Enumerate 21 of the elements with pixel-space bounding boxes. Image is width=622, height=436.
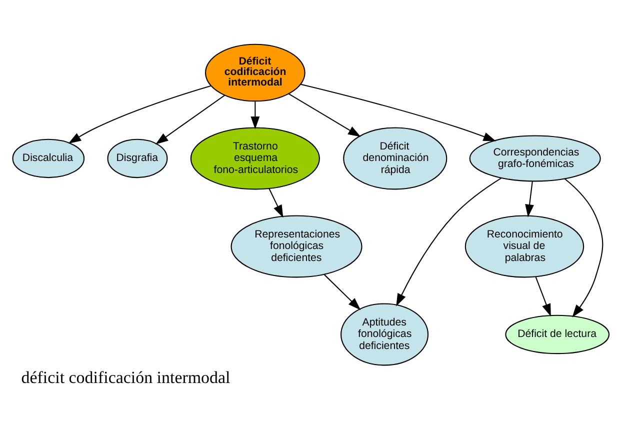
node-ellipse: Déficit codificación intermodal — [204, 43, 306, 102]
arrow — [300, 83, 496, 141]
node-ellipse: Representaciones fonológicas deficientes — [230, 214, 362, 278]
node-ellipse: Trastorno esquema fono-articulatorios — [190, 126, 320, 190]
arrow — [268, 188, 284, 218]
arrow — [156, 94, 225, 144]
caption: déficit codificación intermodal — [21, 368, 230, 387]
node-ellipse: Déficit de lectura — [505, 314, 610, 354]
node-ellipse: Reconocimiento visual de palabras — [464, 214, 584, 278]
arrow — [396, 177, 502, 306]
node-ellipse: Disgrafia — [107, 138, 168, 178]
arrow — [324, 274, 361, 310]
arrow — [288, 92, 361, 136]
arrow — [535, 276, 551, 316]
arrow — [525, 180, 534, 217]
arrow — [250, 101, 260, 129]
arrow — [564, 178, 604, 317]
node-ellipse: Discalculia — [12, 138, 85, 178]
node-ellipse: Aptitudes fonológicas deficientes — [340, 302, 429, 366]
node-ellipse: Correspondencias grafo-fonémicas — [469, 134, 601, 182]
arrow — [68, 84, 212, 144]
